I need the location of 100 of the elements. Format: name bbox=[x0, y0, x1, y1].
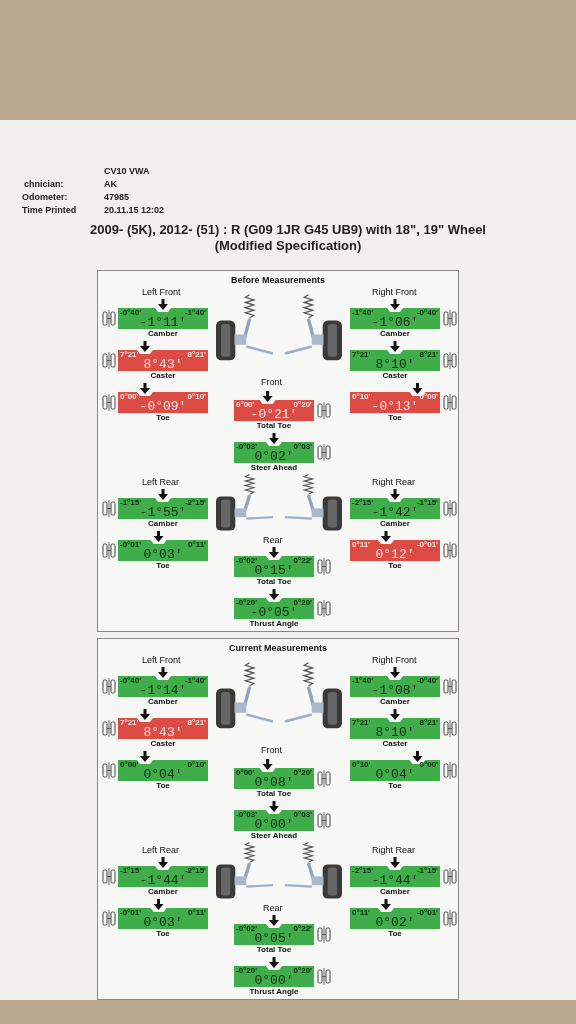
measurement-value: -0°13' bbox=[371, 400, 419, 413]
measurement-value: -0°09' bbox=[139, 400, 187, 413]
measurement-caption: Camber bbox=[147, 329, 179, 338]
measurement-caption: Caster bbox=[381, 371, 409, 380]
measurement-caption: Camber bbox=[379, 697, 411, 706]
range-limit: -1°15' bbox=[120, 499, 142, 507]
measurement-gauge bbox=[350, 383, 440, 413]
measurement-gauge bbox=[234, 915, 314, 945]
measurement-caption: Toe bbox=[387, 929, 403, 938]
measurement-caption: Thrust Angle bbox=[248, 619, 300, 628]
measurement-caption: Camber bbox=[379, 519, 411, 528]
measurement-value: 8°43' bbox=[143, 358, 183, 371]
wheel-heading: Right Rear bbox=[372, 845, 416, 855]
measurement-gauge bbox=[118, 857, 208, 887]
range-limit: 8°21' bbox=[419, 719, 438, 727]
measurement-gauge bbox=[118, 899, 208, 929]
measurement-caption: Toe bbox=[155, 413, 171, 422]
field-value: 47985 bbox=[104, 192, 130, 202]
range-limit: -0°02' bbox=[236, 557, 258, 565]
measurement-gauge bbox=[118, 531, 208, 561]
field-label: Time Printed bbox=[22, 205, 77, 215]
range-limit: 0°11' bbox=[352, 541, 370, 549]
measurement-caption: Toe bbox=[387, 413, 403, 422]
measurement-value: 0°03' bbox=[143, 916, 183, 929]
wheel-heading: Right Front bbox=[372, 655, 417, 665]
range-limit: 0°03' bbox=[293, 811, 312, 819]
measurement-value: 8°10' bbox=[375, 726, 415, 739]
measurement-caption: Total Toe bbox=[255, 789, 293, 798]
wheel-heading: Left Rear bbox=[142, 845, 180, 855]
measurement-gauge bbox=[118, 667, 208, 697]
range-limit: 0°11' bbox=[188, 909, 206, 917]
field-label: chnician: bbox=[24, 179, 64, 189]
field-label: Odometer: bbox=[22, 192, 68, 202]
range-limit: 0°10' bbox=[352, 393, 371, 401]
range-limit: 0°20' bbox=[293, 967, 312, 975]
range-limit: -1°40' bbox=[184, 309, 206, 317]
measurement-caption: Camber bbox=[379, 887, 411, 896]
measurement-value: 0°12' bbox=[375, 548, 415, 561]
range-limit: -0°20' bbox=[236, 599, 258, 607]
range-limit: -1°40' bbox=[352, 677, 374, 685]
measurement-value: 0°04' bbox=[143, 768, 183, 781]
measurement-value: 0°04' bbox=[375, 768, 415, 781]
measurement-caption: Caster bbox=[149, 739, 177, 748]
measurement-caption: Camber bbox=[147, 697, 179, 706]
measurement-gauge bbox=[350, 531, 440, 561]
range-limit: -0°01' bbox=[120, 541, 142, 549]
measurement-value: -1°14' bbox=[139, 684, 187, 697]
measurement-caption: Camber bbox=[147, 519, 179, 528]
range-limit: -0°20' bbox=[236, 967, 258, 975]
measurement-caption: Total Toe bbox=[255, 945, 293, 954]
range-limit: -0°40' bbox=[416, 677, 438, 685]
measurement-gauge bbox=[350, 299, 440, 329]
measurement-value: -1°08' bbox=[371, 684, 419, 697]
measurement-caption: Toe bbox=[155, 929, 171, 938]
measurement-caption: Thrust Angle bbox=[248, 987, 300, 996]
measurement-value: -0°21' bbox=[250, 408, 298, 421]
range-limit: -0°40' bbox=[416, 309, 438, 317]
vehicle-specification: 2009- (5K), 2012- (51) : R (G09 1JR G45 UB9) with 18", 19" Wheel (Modified Specification) bbox=[89, 222, 487, 254]
range-limit: 0°22' bbox=[293, 557, 312, 565]
range-limit: 0°10' bbox=[187, 761, 206, 769]
measurement-gauge bbox=[350, 899, 440, 929]
range-limit: -1°15' bbox=[416, 499, 438, 507]
range-limit: 0°10' bbox=[187, 393, 206, 401]
range-limit: 0°11' bbox=[188, 541, 206, 549]
axle-heading: Front bbox=[261, 745, 282, 755]
range-limit: 0°20' bbox=[293, 401, 312, 409]
range-limit: 0°00' bbox=[120, 393, 139, 401]
range-limit: -0°03' bbox=[236, 443, 258, 451]
measurement-gauge bbox=[118, 751, 208, 781]
measurement-value: 0°00' bbox=[254, 974, 294, 987]
range-limit: -2°15' bbox=[184, 499, 206, 507]
measurement-gauge bbox=[118, 383, 208, 413]
range-limit: -1°15' bbox=[416, 867, 438, 875]
range-limit: -0°40' bbox=[120, 309, 142, 317]
measurement-caption: Camber bbox=[147, 887, 179, 896]
range-limit: 0°20' bbox=[293, 599, 312, 607]
range-limit: 7°21' bbox=[120, 351, 139, 359]
measurement-value: 8°10' bbox=[375, 358, 415, 371]
field-value: AK bbox=[104, 179, 117, 189]
measurement-caption: Steer Ahead bbox=[249, 831, 299, 840]
measurement-caption: Total Toe bbox=[255, 577, 293, 586]
measurement-gauge bbox=[350, 751, 440, 781]
measurement-gauge bbox=[234, 759, 314, 789]
measurement-caption: Caster bbox=[149, 371, 177, 380]
range-limit: 0°11' bbox=[352, 909, 370, 917]
measurement-value: -1°42' bbox=[371, 506, 419, 519]
wheel-heading: Right Rear bbox=[372, 477, 416, 487]
axle-heading: Front bbox=[261, 377, 282, 387]
measurement-caption: Caster bbox=[381, 739, 409, 748]
measurement-gauge bbox=[234, 547, 314, 577]
range-limit: 7°21' bbox=[352, 719, 371, 727]
measurement-value: 0°05' bbox=[254, 932, 294, 945]
axle-heading: Rear bbox=[263, 535, 283, 545]
range-limit: -1°40' bbox=[352, 309, 374, 317]
range-limit: 0°00' bbox=[236, 769, 255, 777]
measurement-caption: Steer Ahead bbox=[249, 463, 299, 472]
range-limit: -0°01' bbox=[120, 909, 142, 917]
measurement-value: 0°02' bbox=[254, 450, 294, 463]
measurement-gauge bbox=[234, 957, 314, 987]
measurement-gauge bbox=[234, 801, 314, 831]
